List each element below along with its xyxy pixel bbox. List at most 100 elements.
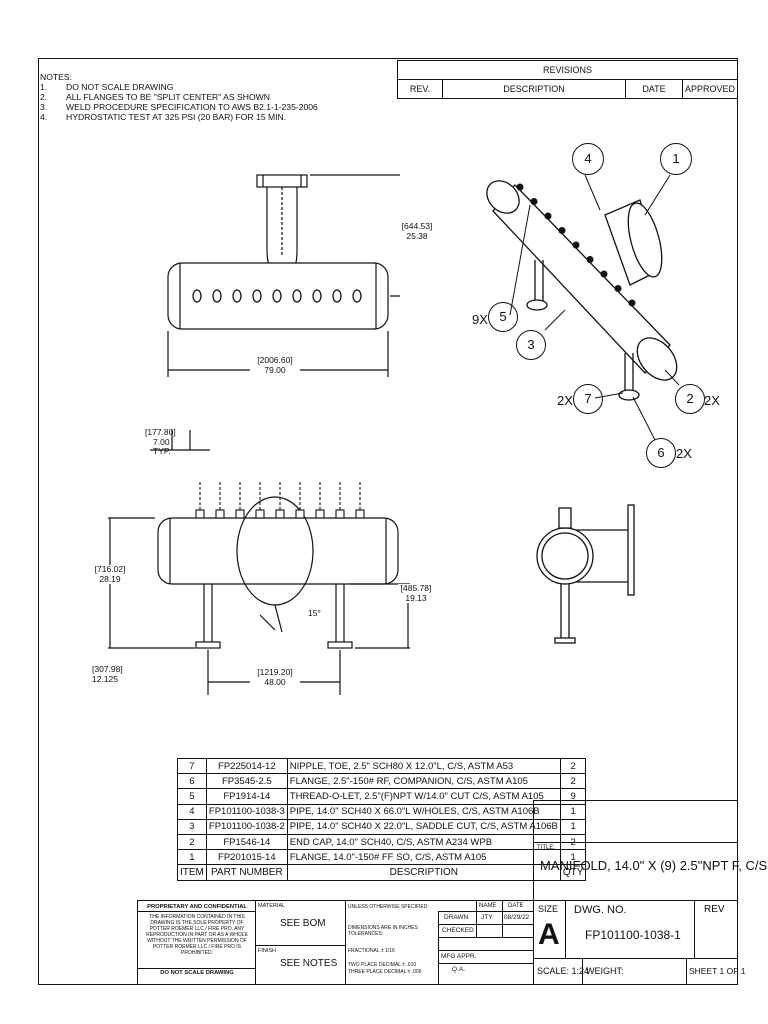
bom-qty: 2	[559, 757, 587, 775]
bom-header-qty: QTY	[559, 864, 587, 881]
bom-part-number: FP101100-1038-3	[205, 803, 288, 820]
overall-height-in: 28.19	[99, 573, 121, 584]
sheet-value: SHEET 1 OF 1	[689, 966, 746, 976]
notes-heading: NOTES:	[40, 72, 72, 82]
leg-height-mm: [485.78]	[400, 583, 432, 593]
divider	[438, 963, 533, 964]
proprietary-text: THE INFORMATION CONTAINED IN THIS DRAWIN…	[146, 914, 248, 956]
divider	[438, 911, 439, 985]
material-value: SEE BOM	[280, 918, 326, 929]
bom-item-number: 7	[177, 757, 207, 775]
bom-header-part: PART NUMBER	[205, 864, 288, 881]
base-mm: [307.98]	[92, 664, 123, 674]
divider	[686, 958, 687, 985]
bom-item-number: 6	[177, 773, 207, 790]
outlet-hole	[628, 299, 636, 307]
size-value: A	[538, 918, 560, 951]
height-dimension: [644.53] 25.38	[395, 221, 439, 241]
material-label: MATERIAL	[258, 903, 286, 909]
outlet-hole	[212, 289, 222, 303]
fractional-tolerance: FRACTIONAL ± 1/16	[348, 948, 395, 954]
weight-label: WEIGHT:	[586, 966, 624, 976]
unless-specified: UNLESS OTHERWISE SPECIFIED:	[348, 904, 429, 910]
bom-description: END CAP, 14.0" SCH40, C/S, ASTM A234 WPB	[286, 833, 561, 851]
divider	[533, 842, 738, 843]
outlet-hole	[332, 289, 342, 303]
isometric-view	[486, 174, 680, 441]
outlet-hole	[572, 241, 580, 249]
bom-part-number: FP1914-14	[205, 788, 288, 805]
angle-label: 15°	[308, 608, 321, 618]
three-place-tolerance: THREE PLACE DECIMAL ± .005	[348, 969, 422, 975]
divider	[438, 924, 533, 925]
size-label: SIZE	[538, 904, 559, 914]
thread-o-let	[275, 509, 285, 519]
outlet-hole	[292, 289, 302, 303]
name-label: NAME	[479, 903, 497, 909]
height-in: 25.38	[406, 230, 428, 241]
bottom-front-view	[108, 430, 410, 695]
overall-height-mm: [716.02]	[94, 564, 126, 574]
dimensions-note: DIMENSIONS ARE IN INCHES TOLERANCES:	[348, 925, 418, 937]
bom-description: NIPPLE, TOE, 2.5" SCH80 X 12.0"L, C/S, A…	[286, 757, 561, 775]
length-mm: [2006.60]	[257, 355, 293, 365]
outlet-hole	[530, 198, 538, 205]
title-label: TITLE:	[537, 845, 556, 851]
leg-span-dimension: [1219.20] 48.00	[250, 667, 300, 687]
thread-o-let	[335, 509, 345, 519]
height-mm: [644.53]	[401, 221, 433, 231]
outlet-hole	[272, 289, 282, 303]
bom-qty: 1	[559, 818, 587, 835]
bom-description: FLANGE, 2.5"-150# RF, COMPANION, C/S, AS…	[286, 773, 561, 790]
length-in: 79.00	[264, 364, 286, 375]
balloon-item-4: 4	[572, 143, 604, 175]
date-col-header: DATE	[624, 79, 683, 99]
bom-part-number: FP3545-2.5	[205, 773, 288, 790]
spacing-dimension: [177.80] 7.00 TYP.	[145, 427, 185, 457]
note-item: 2.ALL FLANGES TO BE "SPLIT CENTER" AS SH…	[40, 92, 270, 102]
revisions-table: REVISIONS REV. DESCRIPTION DATE APPROVED	[397, 60, 739, 104]
balloon-item-7: 7	[573, 384, 603, 414]
bom-qty: 2	[559, 773, 587, 790]
rev-label: REV	[704, 904, 725, 915]
spacing-in: 7.00	[153, 436, 170, 447]
bom-item-number: 4	[177, 803, 207, 820]
divider	[438, 937, 533, 938]
bom-item-number: 3	[177, 818, 207, 835]
divider	[255, 945, 345, 946]
leg-height-dimension: [485.78] 19.13	[398, 583, 434, 603]
note-item: 1.DO NOT SCALE DRAWING	[40, 82, 174, 92]
outlet-hole	[252, 289, 262, 303]
bom-part-number: FP101100-1038-2	[205, 818, 288, 835]
drawing-title: MANIFOLD, 14.0" X (9) 2.5"NPT F, C/S	[540, 858, 768, 873]
divider	[694, 900, 695, 958]
divider	[255, 900, 256, 985]
bom-item-number: 2	[177, 833, 207, 851]
outlet-hole	[600, 270, 608, 278]
balloon-qty-2: 2X	[704, 393, 720, 408]
thread-o-let	[195, 509, 205, 519]
note-item: 3.WELD PROCEDURE SPECIFICATION TO AWS B2…	[40, 102, 318, 112]
divider	[476, 900, 477, 937]
bom-description: FLANGE, 14.0"-150# FF SO, C/S, ASTM A105	[286, 849, 561, 866]
thread-o-let	[355, 509, 365, 519]
length-dimension: [2006.60] 79.00	[250, 355, 300, 375]
balloon-qty-6: 2X	[676, 446, 692, 461]
outlet-hole	[614, 285, 622, 292]
two-place-tolerance: TWO PLACE DECIMAL ± .010	[348, 962, 417, 968]
dwg-no-value: FP101100-1038-1	[585, 928, 681, 942]
bom-qty: 9	[559, 788, 587, 805]
scale-value: SCALE: 1:24	[537, 966, 590, 976]
divider	[565, 900, 566, 958]
dwg-no-label: DWG. NO.	[574, 904, 627, 916]
outlet-hole	[558, 227, 566, 234]
notes-block: NOTES: 1.DO NOT SCALE DRAWING 2.ALL FLAN…	[40, 72, 318, 122]
balloon-qty-5: 9X	[472, 312, 488, 327]
divider	[345, 900, 346, 985]
side-view	[536, 504, 635, 644]
bom-header-description: DESCRIPTION	[286, 864, 561, 881]
